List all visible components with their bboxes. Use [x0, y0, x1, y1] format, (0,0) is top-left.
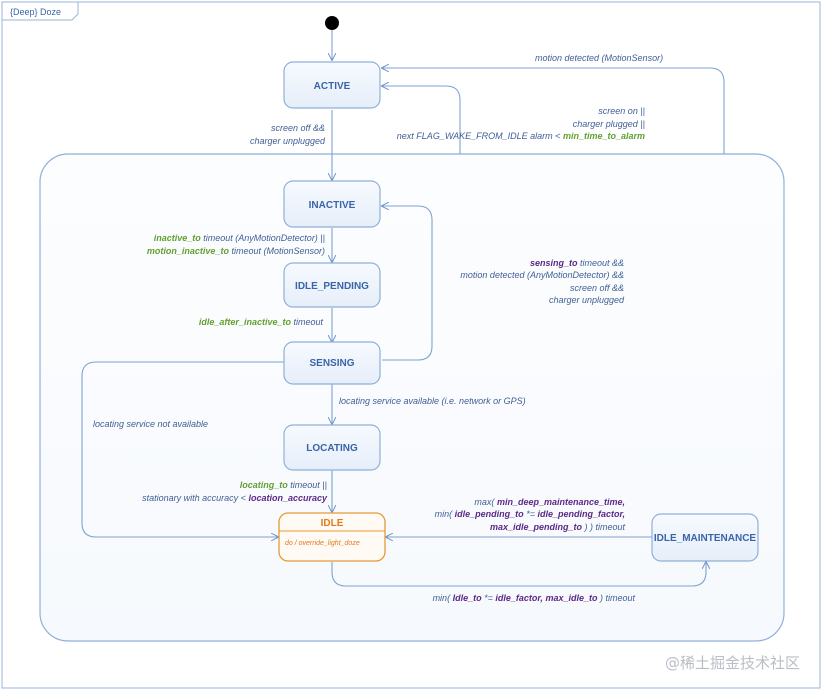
state-inactive[interactable]: INACTIVE [283, 180, 381, 228]
label-wake-line2: charger plugged || [573, 119, 645, 129]
watermark-text: @稀土掘金技术社区 [665, 654, 800, 672]
state-idle-pending[interactable]: IDLE_PENDING [283, 262, 381, 308]
label-sensing-back-line4: charger unplugged [549, 295, 625, 305]
idle-to-maintenance [331, 562, 706, 587]
label-idle-after-inactive: idle_after_inactive_to timeout [199, 317, 324, 327]
label-sensing-back-line1: sensing_to timeout && [530, 258, 624, 268]
wake-to-active [382, 86, 461, 154]
label-idle-to-maintenance: min( Idle_to *= idle_factor, max_idle_to… [433, 593, 636, 603]
state-idle-label: IDLE [321, 518, 344, 529]
motion-to-active [382, 68, 725, 154]
label-screen-off-line2: charger unplugged [250, 136, 326, 146]
label-maintenance-line3: max_idle_pending_to ) ) timeout [490, 522, 626, 532]
label-sensing-back-line3: screen off && [570, 283, 624, 293]
state-sensing-label: SENSING [309, 358, 354, 369]
state-locating[interactable]: LOCATING [283, 424, 381, 471]
label-locating-unavailable: locating service not available [93, 419, 208, 429]
state-sensing[interactable]: SENSING [283, 341, 381, 385]
state-active[interactable]: ACTIVE [283, 61, 381, 109]
sensing-to-inactive [382, 206, 433, 361]
label-wake-line3: next FLAG_WAKE_FROM_IDLE alarm < min_tim… [397, 131, 645, 141]
label-maintenance-line1: max( min_deep_maintenance_time, [474, 497, 625, 507]
state-idle-maintenance[interactable]: IDLE_MAINTENANCE [651, 513, 759, 562]
label-wake-line1: screen on || [598, 106, 645, 116]
label-inactive-line1: inactive_to timeout (AnyMotionDetector) … [154, 233, 325, 243]
state-inactive-label: INACTIVE [309, 200, 356, 211]
state-idle-activity: do / override_light_doze [285, 540, 360, 547]
frame-tab [1, 1, 79, 21]
composite-state-region [39, 153, 785, 642]
state-idle[interactable]: IDLE do / override_light_doze [278, 512, 386, 562]
state-active-label: ACTIVE [314, 81, 351, 92]
label-maintenance-line2: min( idle_pending_to *= idle_pending_fac… [435, 509, 625, 519]
state-idle-pending-label: IDLE_PENDING [295, 281, 369, 292]
state-idle-maintenance-label: IDLE_MAINTENANCE [654, 533, 757, 544]
frame-title: {Deep} Doze [10, 7, 61, 17]
state-locating-label: LOCATING [306, 443, 358, 454]
initial-state-dot [325, 16, 339, 30]
label-locating-line2: stationary with accuracy < location_accu… [142, 493, 328, 503]
label-locating-line1: locating_to timeout || [240, 480, 327, 490]
label-inactive-line2: motion_inactive_to timeout (MotionSensor… [147, 246, 325, 256]
sensing-to-idle [81, 361, 284, 537]
label-motion-detected: motion detected (MotionSensor) [535, 53, 663, 63]
label-locating-available: locating service available (i.e. network… [339, 396, 526, 406]
label-sensing-back-line2: motion detected (AnyMotionDetector) && [460, 270, 624, 280]
label-screen-off-line1: screen off && [271, 123, 325, 133]
